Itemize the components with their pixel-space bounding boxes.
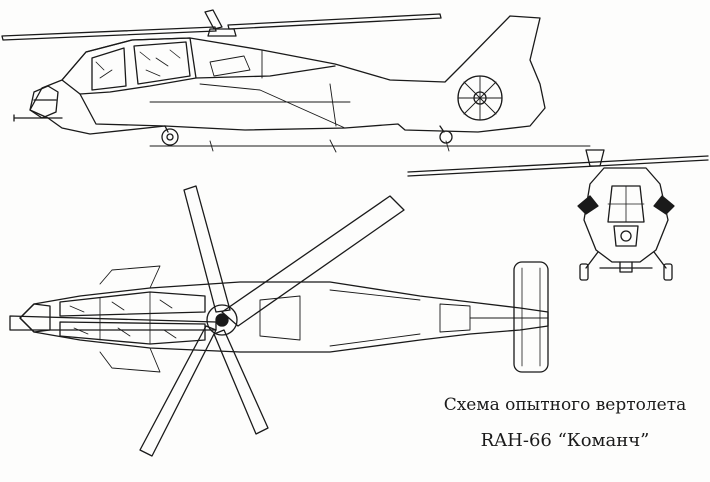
- top-view-canopy: [59, 291, 206, 317]
- top-view: [9, 185, 549, 457]
- side-view-canopy: [61, 37, 197, 95]
- top-view-main-rotor: [9, 185, 405, 457]
- side-view: [1, 9, 591, 153]
- front-view: [407, 149, 709, 281]
- side-view-main-rotor: [1, 9, 442, 41]
- caption-model: RAH-66 “Команч”: [480, 430, 650, 451]
- front-view-landing-gear: [579, 251, 673, 281]
- top-view-tail-stabilizer: [513, 261, 549, 373]
- front-view-main-rotor: [407, 155, 709, 177]
- side-view-tail-fan: [457, 75, 503, 121]
- side-view-landing-gear: [161, 125, 453, 146]
- top-view-fuselage: [19, 281, 549, 353]
- caption-title: Схема опытного вертолета: [443, 395, 687, 415]
- side-view-ground-line: [149, 139, 591, 153]
